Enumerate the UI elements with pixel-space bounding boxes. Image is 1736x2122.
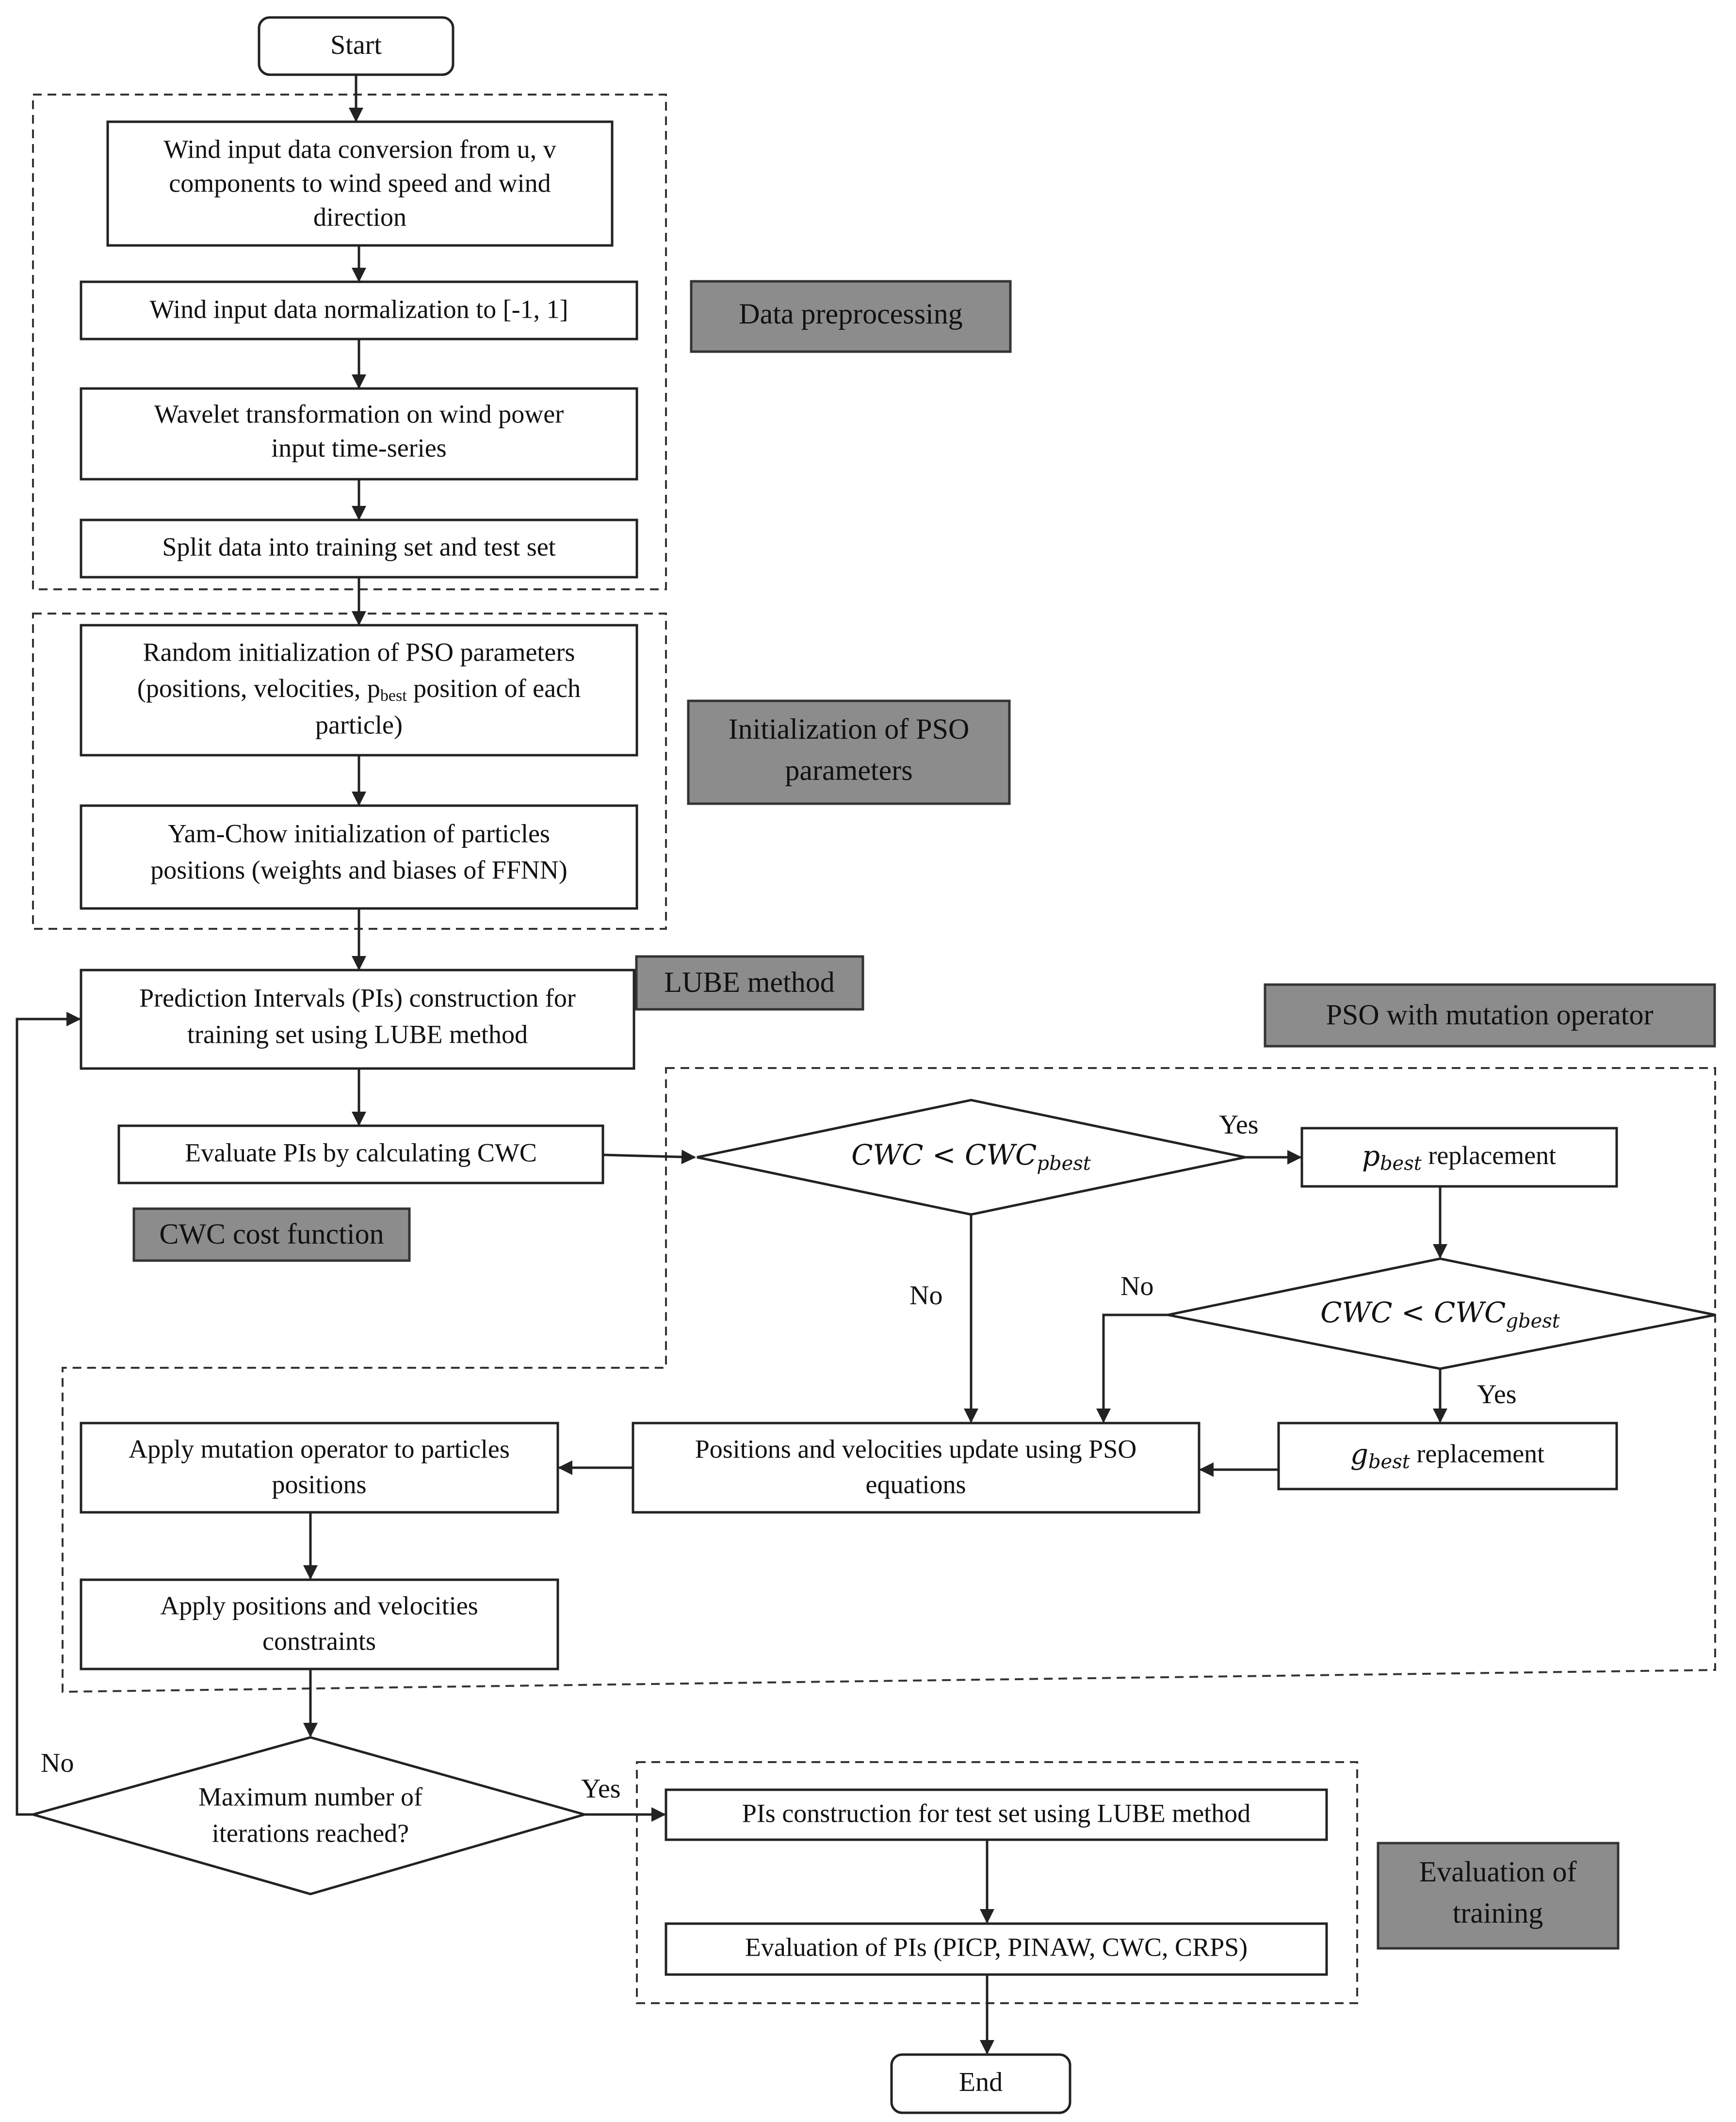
svg-text:particle): particle) xyxy=(315,710,403,739)
mutation-box: Apply mutation operator to particles pos… xyxy=(80,1422,559,1514)
svg-text:(positions, velocities, pbest: (positions, velocities, pbest position o… xyxy=(137,674,581,704)
svg-text:Split data into training set a: Split data into training set and test se… xyxy=(162,532,555,561)
update-box: Positions and velocities update using PS… xyxy=(632,1422,1201,1514)
label-lube: LUBE method xyxy=(635,955,864,1011)
pi-construction-box: Prediction Intervals (PIs) construction … xyxy=(80,969,635,1070)
arrow-evaluate-to-decision xyxy=(602,1150,696,1165)
label-data-preprocessing: Data preprocessing xyxy=(690,280,1012,353)
svg-text:Maximum number of: Maximum number of xyxy=(198,1782,422,1811)
svg-text:Evaluation of PIs (PICP, PINAW: Evaluation of PIs (PICP, PINAW, CWC, CRP… xyxy=(745,1932,1248,1961)
svg-text:input time-series: input time-series xyxy=(271,433,446,462)
arrow-max-decision-no-loop xyxy=(16,1012,81,1816)
svg-text:constraints: constraints xyxy=(262,1626,376,1655)
edge-label-yes-pbest: Yes xyxy=(1219,1110,1258,1140)
edge-label-no-pbest: No xyxy=(909,1280,942,1311)
wavelet-box: Wavelet transformation on wind power inp… xyxy=(80,387,638,481)
start-terminal: Start xyxy=(258,16,454,76)
edge-label-no-max: No xyxy=(41,1748,74,1778)
edge-label-yes-max: Yes xyxy=(581,1774,620,1804)
evaluate-pis-box: Evaluate PIs by calculating CWC xyxy=(117,1124,604,1184)
svg-text:CWC < CWCpbest: CWC < CWCpbest xyxy=(851,1138,1091,1175)
svg-text:Yam-Chow initialization of par: Yam-Chow initialization of particles xyxy=(168,819,550,848)
svg-text:iterations reached?: iterations reached? xyxy=(212,1818,409,1847)
group-data-preprocessing xyxy=(32,94,667,590)
svg-text:CWC < CWCgbest: CWC < CWCgbest xyxy=(1320,1296,1560,1332)
svg-text:Evaluation of: Evaluation of xyxy=(1419,1856,1577,1888)
svg-text:Start: Start xyxy=(330,30,382,60)
cwc-gbest-decision: CWC < CWCgbest xyxy=(1168,1257,1716,1370)
arrow-gbest-decision-no xyxy=(1096,1313,1168,1423)
edge-label-no-gbest: No xyxy=(1120,1271,1153,1301)
svg-text:equations: equations xyxy=(866,1470,966,1499)
gbest-replacement-box: gbest replacement xyxy=(1277,1422,1618,1490)
svg-text:Random initialization of PSO p: Random initialization of PSO parameters xyxy=(143,637,575,666)
svg-text:Initialization of PSO: Initialization of PSO xyxy=(729,713,970,745)
svg-text:components to wind speed and w: components to wind speed and wind xyxy=(169,168,551,197)
svg-text:Wavelet transformation on wind: Wavelet transformation on wind power xyxy=(154,399,564,428)
svg-text:Wind input data normalization: Wind input data normalization to [-1, 1] xyxy=(149,294,568,324)
wind-conversion-box: Wind input data conversion from u, v com… xyxy=(106,120,614,247)
svg-text:direction: direction xyxy=(313,202,406,231)
pbest-replacement-box: pbest replacement xyxy=(1300,1127,1618,1188)
svg-text:Apply positions and velocities: Apply positions and velocities xyxy=(160,1591,478,1620)
end-terminal: End xyxy=(890,2053,1071,2114)
svg-text:Evaluate PIs by calculating CW: Evaluate PIs by calculating CWC xyxy=(185,1138,537,1167)
cwc-pbest-decision: CWC < CWCpbest xyxy=(697,1099,1246,1216)
svg-text:training: training xyxy=(1453,1897,1543,1929)
group-init-pso xyxy=(32,613,667,930)
svg-text:Data preprocessing: Data preprocessing xyxy=(739,298,962,330)
max-iterations-decision: Maximum number of iterations reached? xyxy=(28,1736,589,1895)
yam-chow-box: Yam-Chow initialization of particles pos… xyxy=(80,804,638,910)
svg-text:PIs construction for test set: PIs construction for test set using LUBE… xyxy=(742,1798,1250,1828)
svg-text:parameters: parameters xyxy=(785,754,912,786)
svg-text:positions (weights and biases: positions (weights and biases of FFNN) xyxy=(150,855,567,884)
svg-text:gbest replacement: gbest replacement xyxy=(1350,1438,1544,1473)
label-evaluation-training: Evaluation of training xyxy=(1377,1842,1620,1950)
label-cwc-cost: CWC cost function xyxy=(132,1207,411,1262)
constraints-box: Apply positions and velocities constrain… xyxy=(80,1578,559,1670)
svg-text:Positions and velocities updat: Positions and velocities update using PS… xyxy=(695,1434,1137,1463)
label-pso-mutation: PSO with mutation operator xyxy=(1264,983,1716,1048)
svg-text:positions: positions xyxy=(272,1470,366,1499)
edge-label-yes-gbest: Yes xyxy=(1477,1379,1516,1409)
svg-text:LUBE method: LUBE method xyxy=(664,966,835,998)
svg-text:pbest replacement: pbest replacement xyxy=(1362,1139,1556,1175)
normalization-box: Wind input data normalization to [-1, 1] xyxy=(80,280,638,340)
svg-text:Prediction Intervals (PIs) con: Prediction Intervals (PIs) construction … xyxy=(139,983,576,1012)
svg-text:Apply mutation operator to par: Apply mutation operator to particles xyxy=(129,1434,510,1463)
svg-text:PSO with mutation operator: PSO with mutation operator xyxy=(1326,999,1654,1031)
pi-test-box: PIs construction for test set using LUBE… xyxy=(665,1788,1328,1841)
svg-text:training set using LUBE method: training set using LUBE method xyxy=(187,1020,528,1049)
label-init-pso: Initialization of PSO parameters xyxy=(687,699,1011,805)
svg-text:Wind input data conversion fro: Wind input data conversion from u, v xyxy=(163,134,556,163)
group-pso-mutation xyxy=(62,1067,1716,1693)
random-init-box: Random initialization of PSO parameters … xyxy=(80,624,638,757)
evaluation-pis-box: Evaluation of PIs (PICP, PINAW, CWC, CRP… xyxy=(665,1922,1328,1976)
svg-text:CWC cost function: CWC cost function xyxy=(159,1218,384,1250)
split-box: Split data into training set and test se… xyxy=(80,518,638,579)
svg-text:End: End xyxy=(959,2067,1003,2097)
